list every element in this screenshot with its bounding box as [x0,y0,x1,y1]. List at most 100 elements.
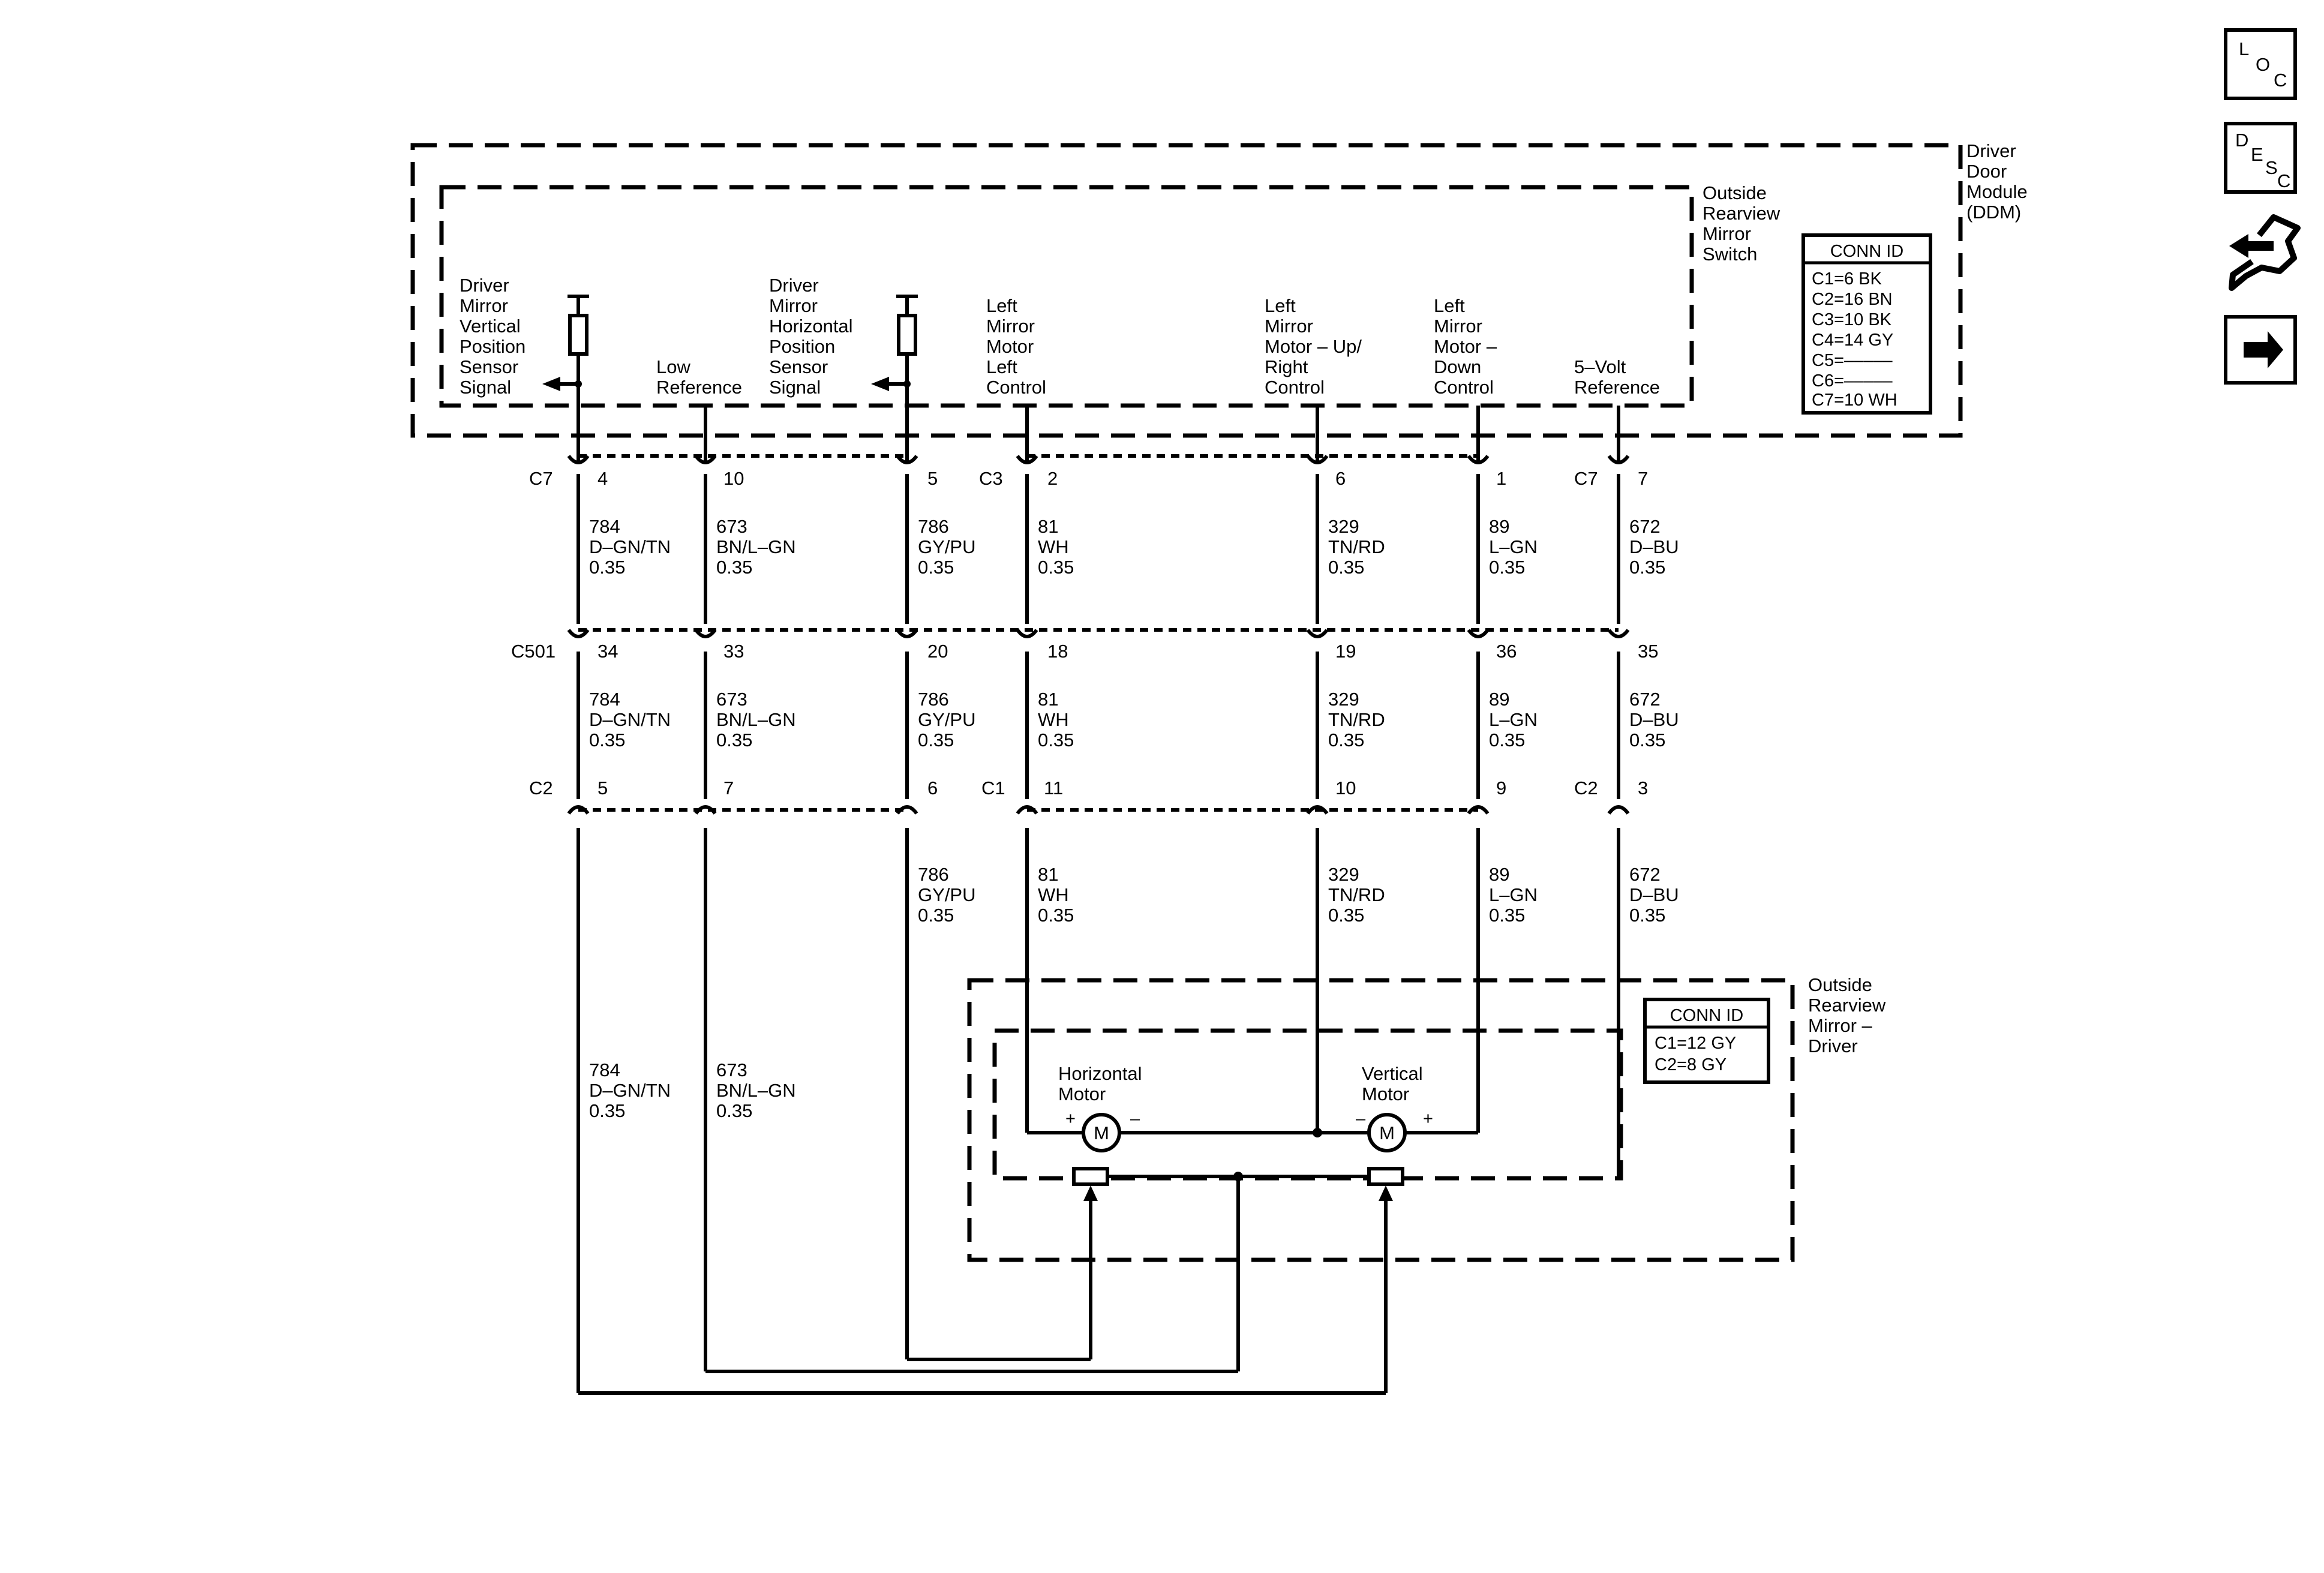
next-page-arrow-icon[interactable] [2224,315,2297,385]
circuit-label-5v-reference: 5–Volt Reference [1574,356,1660,398]
pin-number: 20 [927,641,948,662]
pin-number: 33 [723,641,744,662]
mirror-switch-boundary [439,185,1694,408]
svg-text:C1=12 GY: C1=12 GY [1655,1034,1736,1053]
svg-text:C2=8 GY: C2=8 GY [1655,1055,1727,1074]
connector-name: C2 [1574,778,1598,798]
svg-text:E: E [2251,144,2263,165]
vertical-position-sensor [542,295,589,446]
connector-name: C2 [529,778,553,798]
bottom-return-wires [578,1358,1386,1395]
pin-number: 18 [1047,641,1068,662]
svg-text:C6=–––––: C6=––––– [1812,371,1893,391]
pin-number: 11 [1044,778,1063,798]
ddm-label: Driver Door Module (DDM) [1966,140,2032,223]
mirror-motor-inner-boundary [992,1028,1623,1181]
svg-text:CONN ID: CONN ID [1830,242,1903,261]
svg-text:C5=–––––: C5=––––– [1812,351,1893,370]
connector-end-view-icon[interactable] [2229,214,2301,291]
pin-number: 3 [1638,778,1648,798]
pin-number: 34 [597,641,618,662]
svg-text:D: D [2235,130,2248,151]
pin-number: 10 [723,468,744,489]
sensor-signal-arrow-icon [871,377,889,391]
circuit-label-up-right-control: Left Mirror Motor – Up/ Right Control [1265,295,1367,398]
desc-icon[interactable]: D E S C [2224,122,2297,194]
pin-number: 2 [1047,468,1058,489]
mirror-position-sensors [1072,1167,1404,1393]
svg-text:M: M [1379,1122,1395,1143]
svg-text:–: – [1356,1109,1366,1128]
connector-row-c501 [567,628,1630,638]
pin-number: 19 [1335,641,1356,662]
pin-number: 6 [1335,468,1346,489]
ddm-conn-id-table: CONN ID C1=6 BK C2=16 BN C3=10 BK C4=14 … [1801,233,1932,415]
connector-name: C1 [981,778,1005,798]
connector-row-c7-c3 [567,446,1630,464]
circuit-label-horizontal-sensor: Driver Mirror Horizontal Position Sensor… [769,275,858,398]
svg-text:S: S [2265,157,2278,178]
svg-text:C1=6 BK: C1=6 BK [1812,269,1882,289]
motor-wiring [1027,1128,1478,1137]
driver-door-module-boundary [410,143,1963,438]
pin-number: 9 [1496,778,1506,798]
mirror-switch-label: Outside Rearview Mirror Switch [1703,182,1785,265]
svg-text:M: M [1094,1122,1109,1143]
svg-text:CONN ID: CONN ID [1670,1006,1743,1025]
connector-labels-row2: C501 34 33 20 18 19 36 35 [511,641,1658,662]
wire-runs [577,406,1620,1393]
mirror-conn-id-table: CONN ID C1=12 GY C2=8 GY [1643,998,1770,1084]
wiper-arrow-icon [1083,1185,1098,1201]
circuit-label-low-reference: Low Reference [656,356,742,398]
pin-number: 5 [927,468,938,489]
pin-number: 35 [1638,641,1658,662]
circuit-label-vertical-sensor: Driver Mirror Vertical Position Sensor S… [460,275,531,398]
pin-number: 10 [1335,778,1356,798]
connector-name: C7 [1574,468,1598,489]
pin-number: 4 [597,468,608,489]
connector-labels-row1: C7 C3 C7 4 10 5 2 6 1 7 [529,468,1648,489]
pin-number: 36 [1496,641,1517,662]
svg-text:C4=14 GY: C4=14 GY [1812,331,1893,350]
pin-number: 5 [597,778,608,798]
svg-text:C3=10 BK: C3=10 BK [1812,310,1892,329]
svg-text:C: C [2274,70,2287,91]
svg-text:+: + [1423,1109,1433,1128]
svg-text:C7=10 WH: C7=10 WH [1812,391,1897,410]
svg-text:O: O [2256,54,2270,75]
pin-number: 7 [723,778,734,798]
outside-mirror-label: Outside Rearview Mirror – Driver [1808,974,1891,1056]
pin-number: 7 [1638,468,1648,489]
loc-icon[interactable]: L O C [2224,28,2297,100]
connector-labels-row3: C2 C1 C2 5 7 6 11 10 9 3 [529,778,1648,798]
circuit-label-down-control: Left Mirror Motor – Down Control [1434,295,1502,398]
svg-text:L: L [2239,38,2249,59]
svg-text:–: – [1130,1109,1140,1128]
sensor-signal-arrow-icon [542,377,560,391]
